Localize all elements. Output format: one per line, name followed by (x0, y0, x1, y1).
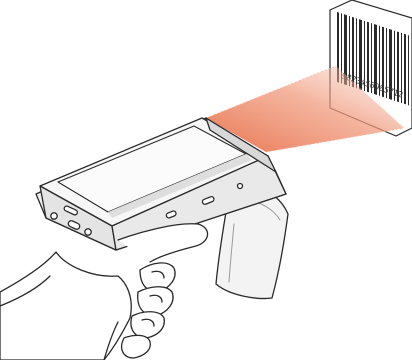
hand-finger-3 (131, 312, 164, 338)
hand-palm (0, 252, 131, 360)
front-button-icon (51, 213, 57, 219)
front-button-icon (85, 229, 91, 235)
indicator-light-icon (238, 184, 243, 189)
hand-finger-4 (122, 335, 151, 358)
